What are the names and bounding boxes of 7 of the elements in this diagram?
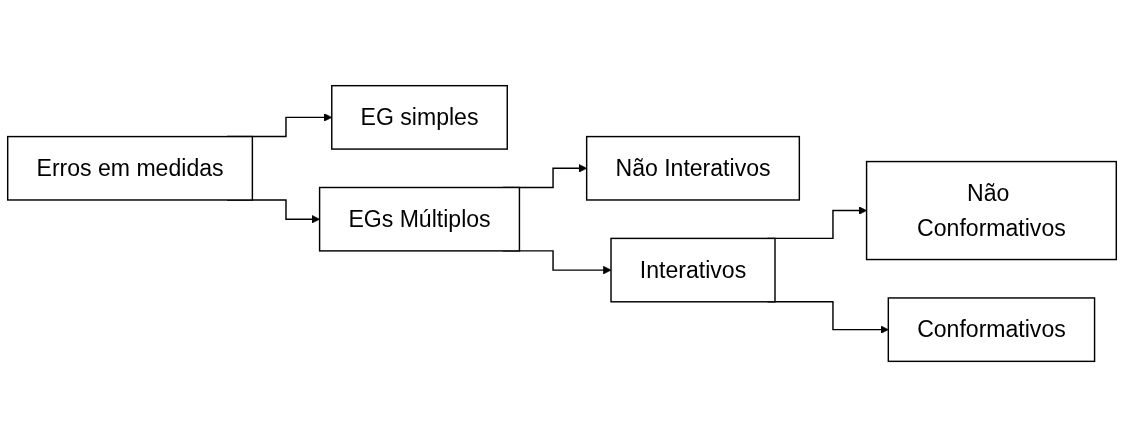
node-box: Não Conformativos [865, 161, 1118, 261]
node-box: Conformativos [887, 297, 1096, 363]
node-box: Erros em medidas [6, 136, 254, 202]
node-box: Interativos [610, 238, 776, 303]
node-box: EG simples [331, 85, 508, 151]
node-box: Não Interativos [585, 136, 801, 202]
node-box: EGs Múltiplos [318, 187, 521, 253]
